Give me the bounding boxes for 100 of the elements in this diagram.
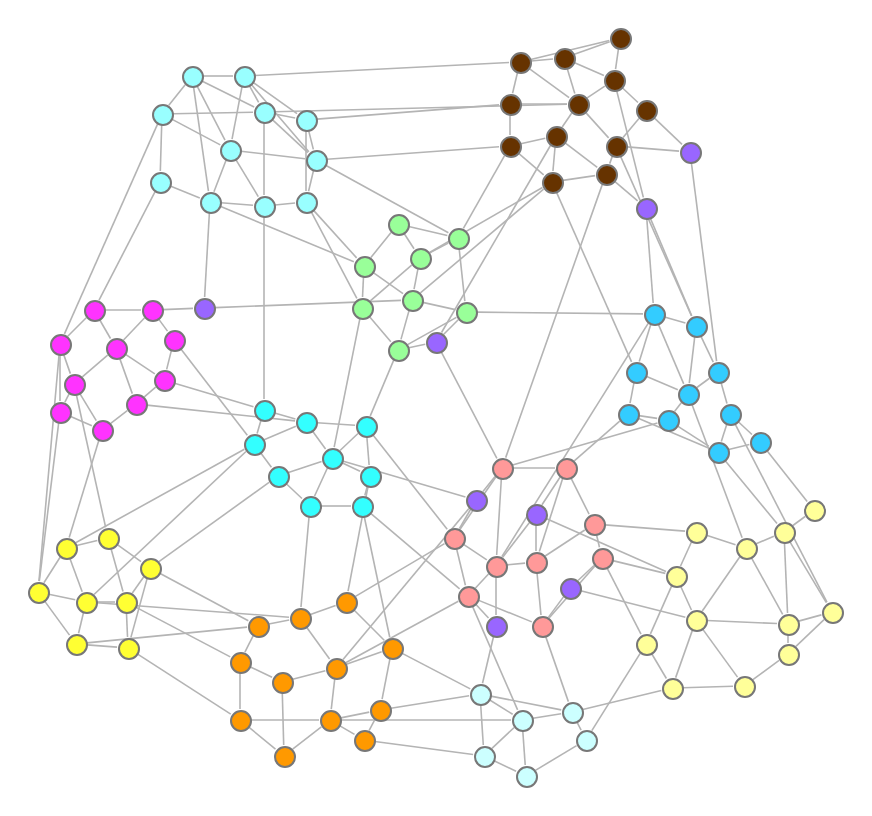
edge-line xyxy=(419,188,545,294)
edge-line xyxy=(201,80,255,108)
circle-node xyxy=(511,709,533,731)
edge-line xyxy=(474,603,490,619)
edge-line xyxy=(637,417,709,449)
edge-line xyxy=(406,316,458,346)
edge-line xyxy=(755,535,775,545)
edge-line xyxy=(326,146,500,160)
edge-line xyxy=(390,694,470,710)
edge-line xyxy=(622,117,640,139)
edge-line xyxy=(381,658,391,700)
edge-line xyxy=(474,573,490,589)
edge-line xyxy=(577,564,595,582)
circle-node xyxy=(685,315,707,337)
edge-line xyxy=(570,477,590,515)
circle-node xyxy=(707,441,729,463)
edge-line xyxy=(608,155,614,165)
edge-line xyxy=(421,301,457,311)
circle-node xyxy=(353,729,375,751)
edge-line xyxy=(47,593,77,601)
circle-node xyxy=(273,745,295,767)
circle-node xyxy=(617,403,639,425)
circle-node xyxy=(485,555,507,577)
edge-line xyxy=(273,412,297,420)
edge-line xyxy=(400,309,410,341)
circle-node xyxy=(509,51,531,73)
circle-node xyxy=(75,591,97,613)
edge-line xyxy=(606,567,642,635)
edge-line xyxy=(274,103,568,113)
edge-line xyxy=(690,162,718,362)
edge-line xyxy=(586,85,606,99)
edge-line xyxy=(566,67,576,95)
edge-line xyxy=(699,335,715,363)
edge-line xyxy=(340,719,512,721)
circle-node xyxy=(321,447,343,469)
edge-line xyxy=(372,433,448,531)
edge-line xyxy=(203,212,211,298)
edge-line xyxy=(248,84,260,104)
edge-line xyxy=(795,618,825,648)
edge-line xyxy=(159,124,163,172)
edge-line xyxy=(252,81,298,115)
edge-line xyxy=(78,392,98,422)
edge-line xyxy=(544,635,570,703)
edge-line xyxy=(476,311,644,315)
edge-line xyxy=(621,86,639,104)
edge-line xyxy=(158,572,250,622)
edge-line xyxy=(511,71,519,95)
circle-node xyxy=(525,503,547,525)
edge-line xyxy=(354,542,446,598)
edge-line xyxy=(179,347,249,437)
edge-line xyxy=(493,759,517,773)
edge-line xyxy=(676,425,710,447)
edge-line xyxy=(342,507,470,661)
edge-line xyxy=(234,158,260,198)
edge-line xyxy=(534,744,578,772)
circle-node xyxy=(233,65,255,87)
edge-line xyxy=(663,316,687,324)
edge-line xyxy=(573,61,605,77)
circle-node xyxy=(635,99,657,121)
edge-line xyxy=(720,381,728,405)
edge-line xyxy=(244,635,254,653)
circle-node xyxy=(499,93,521,115)
edge-line xyxy=(573,40,611,56)
edge-line xyxy=(649,585,673,635)
edge-line xyxy=(168,83,186,107)
circle-node xyxy=(773,521,795,543)
edge-line xyxy=(458,248,466,302)
circle-node xyxy=(685,609,707,631)
edge-line xyxy=(330,678,336,710)
circle-node xyxy=(295,191,317,213)
edge-line xyxy=(316,104,500,120)
edge-line xyxy=(561,112,573,128)
edge-line xyxy=(548,565,596,619)
edge-line xyxy=(511,422,659,466)
edge-line xyxy=(752,659,780,681)
circle-node xyxy=(219,139,241,161)
edge-line xyxy=(403,232,415,250)
edge-line xyxy=(737,420,753,436)
edge-line xyxy=(374,740,474,756)
circle-node xyxy=(149,171,171,193)
edge-line xyxy=(263,122,265,196)
edge-line xyxy=(64,393,70,403)
edge-line xyxy=(172,111,254,115)
edge-line xyxy=(104,309,142,311)
circle-node xyxy=(749,431,771,453)
edge-line xyxy=(646,218,654,304)
edge-line xyxy=(400,652,472,690)
circle-node xyxy=(821,601,843,623)
circle-node xyxy=(803,499,825,521)
circle-node xyxy=(625,361,647,383)
edge-line xyxy=(239,672,241,710)
edge-line xyxy=(291,726,323,750)
edge-line xyxy=(653,116,683,146)
edge-line xyxy=(788,540,828,604)
edge-line xyxy=(638,323,652,363)
circle-node xyxy=(355,415,377,437)
circle-node xyxy=(325,657,347,679)
circle-node xyxy=(243,433,265,455)
edge-line xyxy=(219,205,355,263)
circle-node xyxy=(381,637,403,659)
